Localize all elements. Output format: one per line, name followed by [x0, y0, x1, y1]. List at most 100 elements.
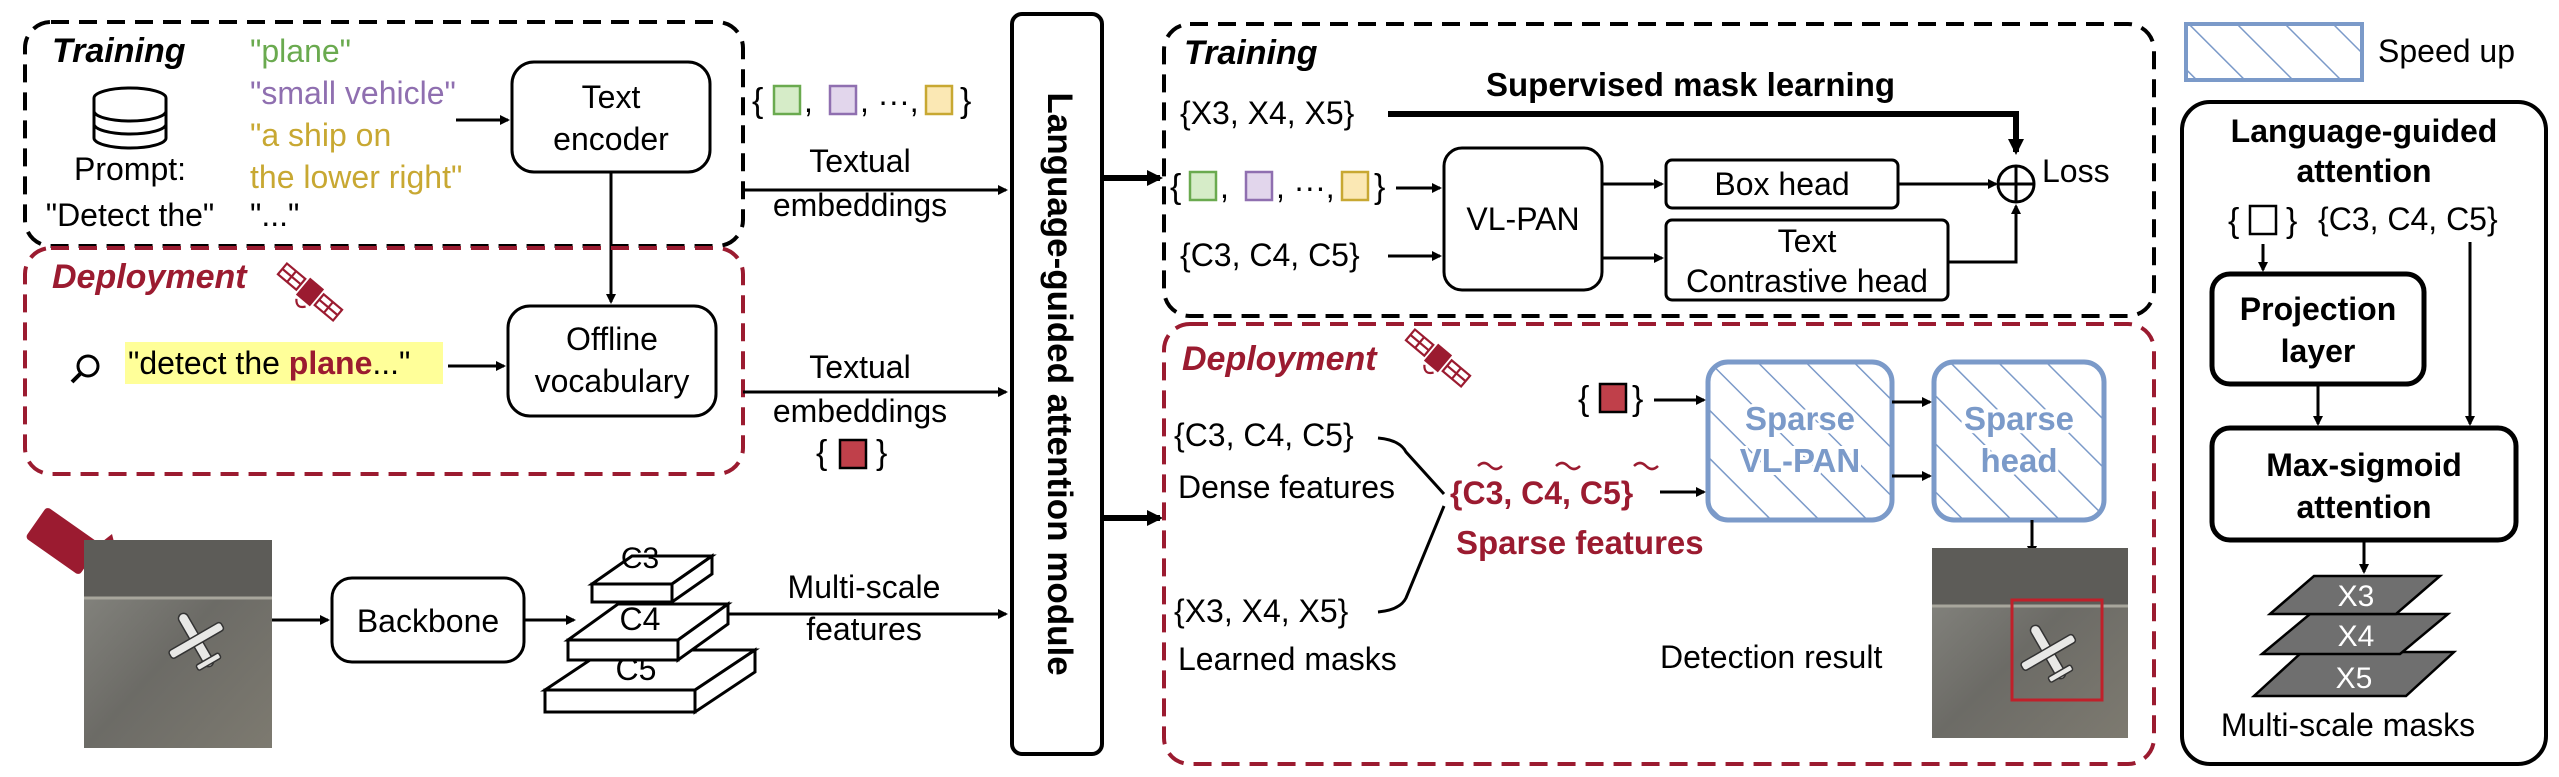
supervised-mask-learning: Supervised mask learning	[1486, 66, 1895, 103]
prompt-label: Prompt:	[74, 151, 186, 187]
sparse-set-tildes	[1477, 461, 1659, 471]
dense-features: Dense features	[1178, 469, 1395, 505]
prompt-item-small-vehicle: "small vehicle"	[250, 75, 456, 111]
speed-up-label: Speed up	[2378, 33, 2515, 69]
detection-result-label: Detection result	[1660, 639, 1882, 675]
embedding-placeholder-set: { }	[2228, 202, 2297, 240]
svg-text:}: }	[2286, 202, 2297, 240]
feature-slab-c4: C4	[563, 601, 733, 663]
text-encoder-line2: encoder	[553, 121, 669, 157]
svg-text:, ···,: , ···,	[1276, 169, 1335, 205]
multiscale-features-line1: Multi-scale	[788, 569, 941, 605]
textual-embeddings-2-line2: embeddings	[773, 393, 947, 429]
embedding-set-training: { , , ···, }	[752, 82, 971, 120]
svg-text:{: {	[816, 434, 827, 472]
multiscale-features-line2: features	[806, 611, 922, 647]
max-sigmoid-line1: Max-sigmoid	[2266, 447, 2462, 483]
speed-up-swatch	[2184, 22, 2364, 82]
svg-text:{: {	[1578, 380, 1589, 418]
offline-vocabulary-line2: vocabulary	[535, 363, 690, 399]
attention-title-line2: attention	[2296, 153, 2431, 189]
backbone-label: Backbone	[357, 603, 499, 639]
embedding-yellow-square	[924, 84, 954, 116]
vlpan-label: VL-PAN	[1466, 201, 1579, 237]
svg-text:{: {	[1170, 168, 1181, 206]
attention-c-set: {C3, C4, C5}	[2318, 201, 2498, 237]
contrastive-head	[1664, 218, 1950, 302]
max-sigmoid-line2: attention	[2296, 489, 2431, 525]
offline-vocabulary-box	[506, 304, 718, 418]
mask-x5-label: X5	[2336, 662, 2373, 695]
database-icon	[92, 86, 168, 150]
sparse-head-line2: head	[1980, 442, 2057, 479]
satellite-image-input	[84, 540, 272, 748]
query-prefix: "detect the	[128, 345, 289, 381]
mask-x3-label: X3	[2338, 580, 2375, 613]
training-label-left: Training	[52, 32, 186, 70]
attention-title-line1: Language-guided	[2231, 113, 2498, 149]
offline-vocabulary-line1: Offline	[566, 321, 658, 357]
embedding-green-square	[772, 84, 802, 116]
contrastive-head-line1: Text	[1778, 223, 1837, 259]
textual-embeddings-1-line2: embeddings	[773, 187, 947, 223]
detection-result-image	[1932, 548, 2128, 738]
detected-plane-icon	[2020, 624, 2077, 683]
arrow-contrastive-head-to-loss	[1948, 204, 2021, 264]
detection-bounding-box	[2010, 598, 2104, 702]
svg-text:,: ,	[804, 83, 813, 119]
sparse-vlpan-line2: VL-PAN	[1740, 442, 1860, 479]
sparse-features: Sparse features	[1456, 524, 1704, 561]
deployment-label-right: Deployment	[1182, 340, 1378, 378]
projection-layer-line1: Projection	[2240, 291, 2396, 327]
svg-text:}: }	[876, 434, 887, 472]
deploy-x-set: {X3, X4, X5}	[1174, 593, 1349, 629]
svg-text:}: }	[1632, 380, 1643, 418]
search-icon	[70, 354, 100, 384]
loss-label: Loss	[2042, 153, 2110, 189]
svg-text:,: ,	[1220, 169, 1229, 205]
sparse-vlpan-box: Sparse VL-PAN	[1705, 359, 1895, 523]
sparse-vlpan-line1: Sparse	[1745, 400, 1855, 437]
query-suffix: ..."	[372, 345, 410, 381]
svg-text:{: {	[2228, 202, 2239, 240]
training-label-right: Training	[1184, 34, 1318, 72]
mask-layer-x5: X5	[2250, 650, 2458, 698]
embedding-purple-square	[828, 84, 858, 116]
prompt-item-ship-line2: the lower right"	[250, 159, 462, 195]
satellite-icon	[276, 261, 344, 323]
projection-layer-line2: layer	[2281, 333, 2356, 369]
mask-x4-label: X4	[2338, 620, 2375, 653]
mask-layer-x3: X3	[2266, 574, 2444, 616]
prompt-item-ship-line1: "a ship on	[250, 117, 391, 153]
textual-embeddings-2-line1: Textual	[809, 349, 910, 385]
satellite-icon-right	[1404, 327, 1472, 389]
learned-masks: Learned masks	[1178, 641, 1397, 677]
embedding-red-set-right: { }	[1578, 380, 1643, 418]
deployment-box-right	[1162, 322, 2156, 766]
training-box-right	[1162, 22, 2156, 318]
language-guided-attention-module	[1010, 12, 1104, 756]
plane-icon	[168, 612, 225, 671]
prompt-item-plane: "plane"	[250, 33, 351, 69]
feature-slab-c3: C3	[587, 542, 717, 605]
speed-up-legend: Speed up	[2184, 22, 2515, 82]
query-text: "detect the plane..."	[128, 345, 410, 381]
query-bold: plane	[289, 345, 373, 381]
deploy-c-set: {C3, C4, C5}	[1174, 417, 1354, 453]
multiscale-masks-label: Multi-scale masks	[2221, 707, 2475, 743]
text-encoder-line1: Text	[582, 79, 641, 115]
embedding-red-square	[838, 438, 868, 470]
module-label: Language-guided attention module	[1040, 92, 1079, 675]
embedding-red-set-left: { }	[816, 434, 887, 472]
merge-bracket	[1377, 436, 1446, 614]
training-box-left	[23, 20, 745, 248]
sparse-head-box: Sparse head	[1931, 359, 2107, 523]
feature-slab-c3-label: C3	[621, 542, 659, 575]
contrastive-head-line2: Contrastive head	[1686, 263, 1928, 299]
svg-text:}: }	[960, 82, 971, 120]
sparse-set: {C3, C4, C5}	[1450, 475, 1633, 511]
deployment-box-left	[23, 246, 745, 476]
textual-embeddings-1-line1: Textual	[809, 143, 910, 179]
loss-sum-icon	[1996, 164, 2036, 204]
